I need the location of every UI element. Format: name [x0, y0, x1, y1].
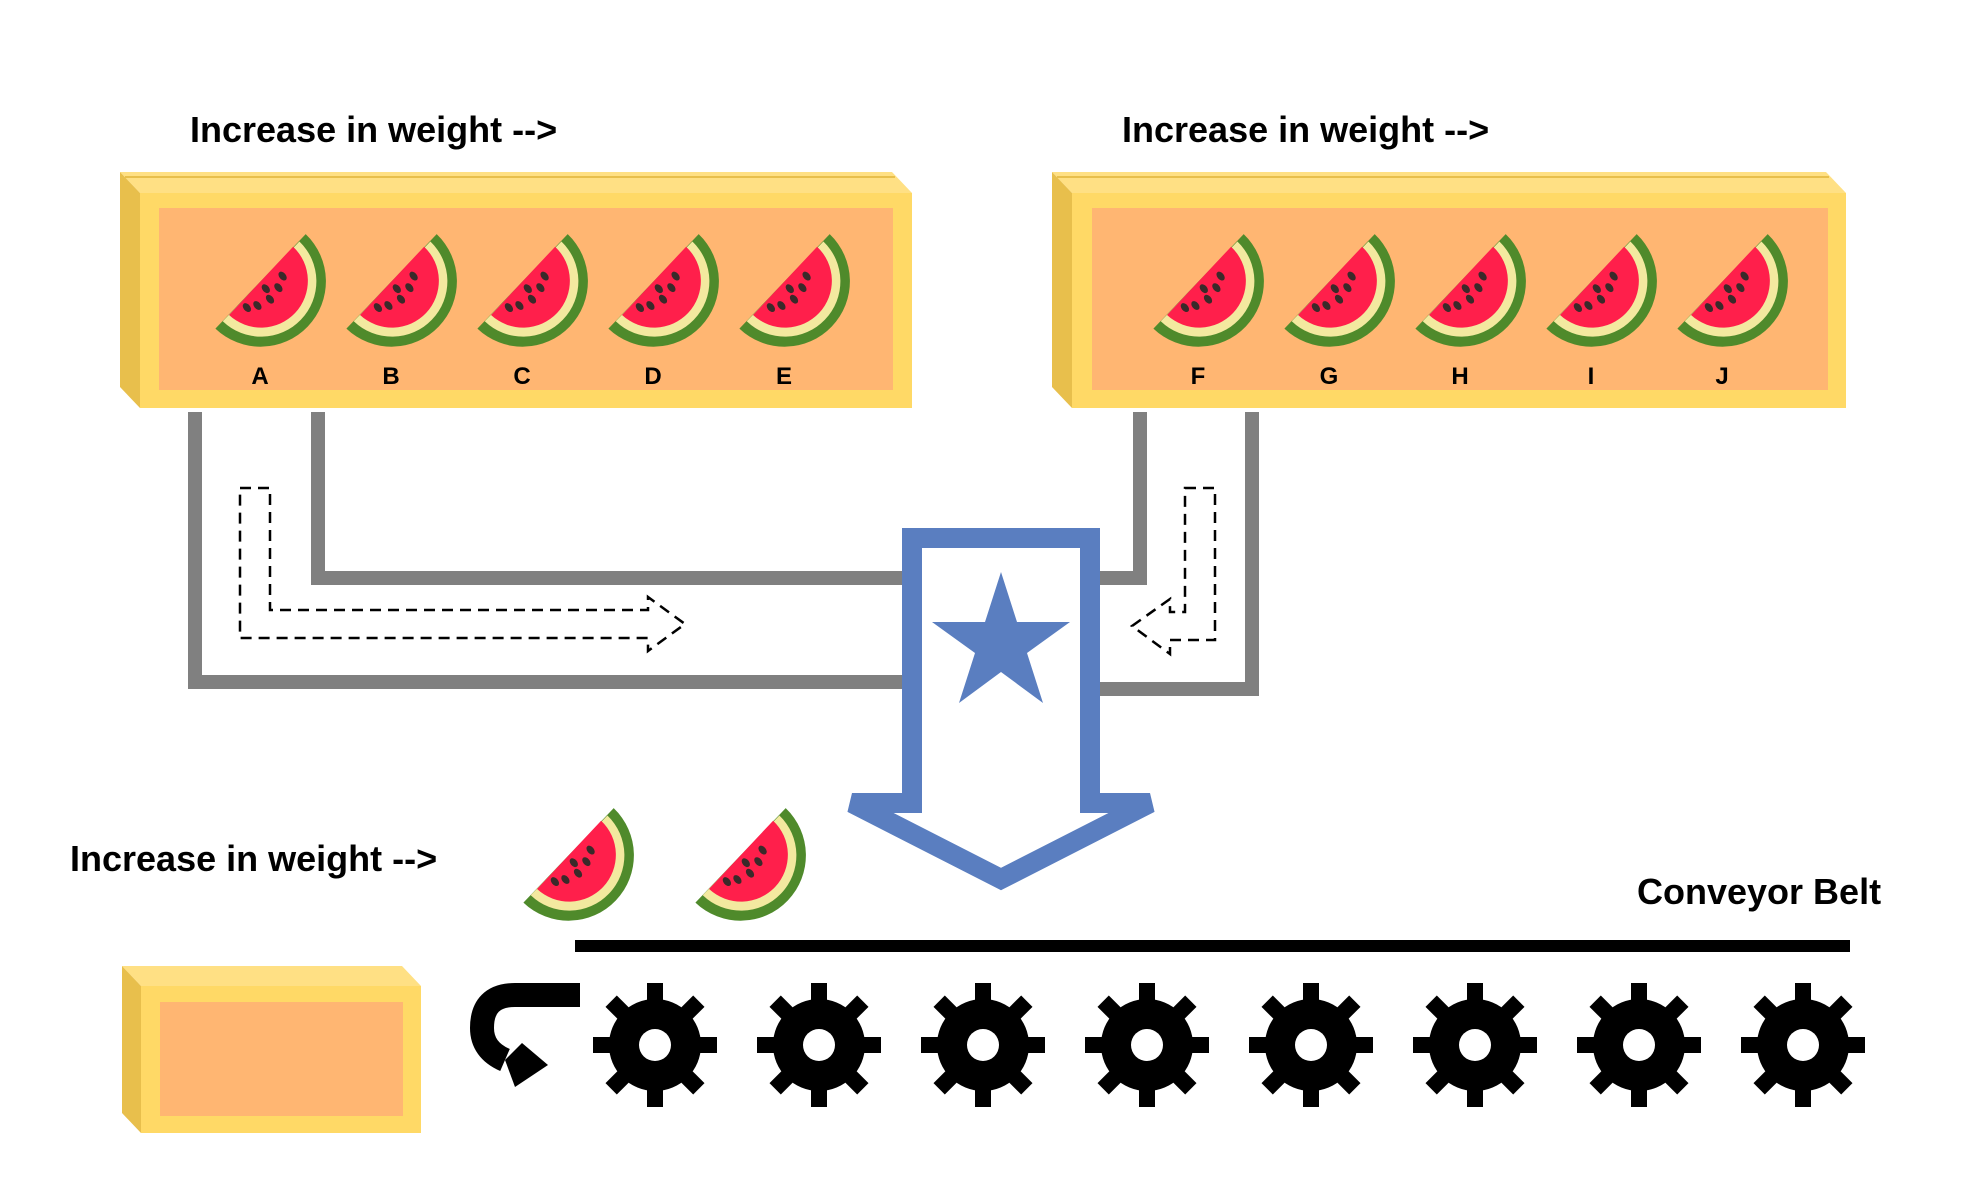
left-box-melons: A B C D E [215, 234, 850, 390]
slot-label-c: C [513, 363, 530, 390]
gear-icon [1715, 957, 1891, 1133]
bottom-heading: Increase in weight --> [70, 838, 437, 879]
slot-label-j: J [1715, 363, 1728, 390]
slot-label-f: F [1191, 363, 1206, 390]
slot-label-d: D [644, 363, 661, 390]
watermelon-slice-icon [523, 808, 634, 921]
star-icon [932, 572, 1070, 703]
right-box-heading: Increase in weight --> [1122, 109, 1489, 150]
slot-label-a: A [251, 363, 268, 390]
conveyor-gears [567, 957, 1891, 1133]
slot-label-i: I [1588, 363, 1595, 390]
gear-icon [1387, 957, 1563, 1133]
falling-melons [523, 808, 806, 921]
slot-label-e: E [776, 363, 792, 390]
left-flow-arrow [238, 486, 688, 654]
gear-icon [1059, 957, 1235, 1133]
gear-icon [567, 957, 743, 1133]
slot-label-g: G [1320, 363, 1339, 390]
left-box-heading: Increase in weight --> [190, 109, 557, 150]
right-box-melons: F G H I J [1153, 234, 1788, 390]
conveyor-label: Conveyor Belt [1637, 871, 1881, 912]
slot-label-h: H [1451, 363, 1468, 390]
merge-funnel [847, 528, 1155, 891]
gear-icon [1551, 957, 1727, 1133]
gear-icon [895, 957, 1071, 1133]
return-arrow-icon [469, 983, 580, 1087]
gear-icon [1223, 957, 1399, 1133]
slot-label-b: B [382, 363, 399, 390]
left-pipe [188, 412, 919, 689]
watermelon-slice-icon [695, 808, 806, 921]
gear-icon [731, 957, 907, 1133]
bottom-box [122, 966, 421, 1133]
